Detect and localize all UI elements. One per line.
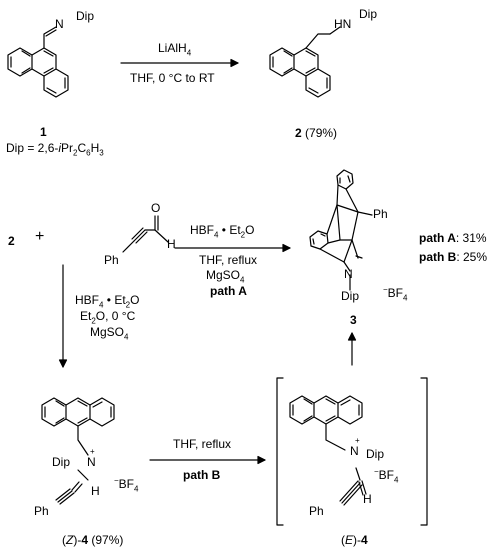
compound-2-label: 2 (79%) — [295, 126, 338, 140]
down-drying-agent: MgSO4 — [90, 325, 129, 342]
z4-n-plus-charge: + — [90, 447, 95, 456]
compound-1-number: 1 — [40, 125, 47, 139]
reaction-2-start-number: 2 — [8, 234, 15, 248]
compound-3-structure — [309, 169, 373, 291]
compound-2-structure — [269, 26, 341, 98]
compound-1-n-atom: N — [55, 17, 64, 31]
path-a-label: path A — [210, 284, 247, 298]
e4-counterion: −BF4 — [374, 467, 399, 485]
reaction-arrow-1 — [120, 58, 239, 68]
compound-3-ph-group: Ph — [373, 207, 388, 221]
path-a-solvent: THF, reflux — [199, 253, 258, 267]
reaction-arrow-path-b — [149, 455, 266, 465]
reaction-arrow-path-a — [174, 243, 291, 253]
compound-3-number: 3 — [350, 313, 357, 327]
z4-ph-group: Ph — [34, 504, 49, 518]
z4-counterion: −BF4 — [114, 476, 139, 494]
path-a-drying-agent: MgSO4 — [206, 268, 245, 285]
e4-h-atom: H — [363, 492, 372, 506]
compound-1-dip-group: Dip — [76, 9, 95, 23]
e4-n-atom: N — [350, 444, 359, 458]
compound-e4-structure — [289, 395, 367, 506]
aldehyde-structure — [122, 215, 169, 253]
e4-n-plus-charge: + — [355, 436, 360, 445]
bracket-right — [420, 377, 428, 526]
compound-3-counterion: −BF4 — [383, 285, 408, 303]
compound-2-hn-atom: HN — [334, 17, 352, 31]
z4-dip-group: Dip — [52, 455, 71, 469]
down-solvent: Et2O, 0 °C — [80, 309, 136, 326]
down-reagent: HBF4 • Et2O — [75, 293, 140, 310]
e4-label: (E)-4 — [341, 533, 368, 547]
reaction-arrow-up — [347, 332, 357, 366]
e4-ph-group: Ph — [309, 504, 324, 518]
z4-n-atom: N — [87, 455, 96, 469]
aldehyde-h-atom: H — [167, 237, 176, 251]
reaction-1-reagent: LiAlH4 — [158, 41, 192, 58]
bracket-left — [276, 377, 284, 526]
plus-sign: + — [35, 228, 45, 245]
aldehyde-o-atom: O — [151, 201, 161, 215]
dip-definition: Dip = 2,6-iPr2C6H3 — [6, 141, 104, 158]
path-b-conditions: THF, reflux — [173, 437, 232, 451]
path-a-yield: path A: 31% — [419, 231, 487, 245]
path-b-yield: path B: 25% — [419, 250, 488, 264]
reaction-1-conditions: THF, 0 °C to RT — [130, 71, 215, 85]
compound-3-dip-group: Dip — [341, 289, 360, 303]
compound-1-structure — [7, 26, 69, 98]
e4-dip-group: Dip — [366, 447, 385, 461]
path-a-reagent: HBF4 • Et2O — [190, 223, 255, 240]
compound-3-n-atom: N — [344, 267, 353, 281]
z4-h-atom: H — [91, 484, 100, 498]
compound-2-dip-group: Dip — [359, 7, 378, 21]
path-b-label: path B — [183, 468, 221, 482]
aldehyde-ph-group: Ph — [104, 253, 119, 267]
compound-z4-structure — [41, 397, 115, 505]
z4-label: (Z)-4 (97%) — [62, 533, 124, 547]
reaction-arrow-down — [58, 264, 68, 368]
